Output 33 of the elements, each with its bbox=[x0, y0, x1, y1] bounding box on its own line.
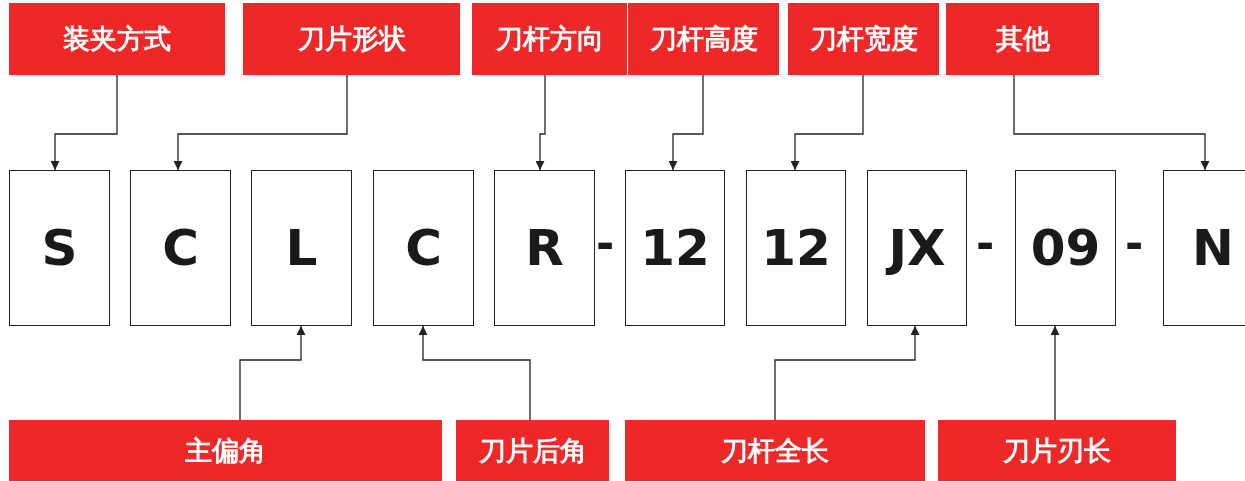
code-box: C bbox=[373, 170, 474, 326]
code-box: C bbox=[130, 170, 231, 326]
leader-arrow bbox=[790, 74, 864, 171]
code-box: 12 bbox=[625, 170, 725, 326]
category-label: 刀杆方向 bbox=[472, 3, 627, 75]
code-box: JX bbox=[867, 170, 967, 326]
leader-arrow bbox=[418, 325, 531, 421]
separator-dash: - bbox=[1125, 218, 1144, 269]
code-box: L bbox=[251, 170, 352, 326]
leader-arrow bbox=[173, 74, 348, 171]
category-label: 刀杆高度 bbox=[628, 3, 779, 75]
code-box: N bbox=[1163, 170, 1245, 326]
leader-arrow bbox=[668, 74, 704, 171]
code-box: 09 bbox=[1015, 170, 1116, 326]
category-label: 其他 bbox=[946, 3, 1099, 75]
leader-arrow bbox=[239, 325, 306, 421]
category-label: 装夹方式 bbox=[9, 3, 225, 75]
category-label: 刀片后角 bbox=[456, 420, 609, 481]
category-label: 刀片刃长 bbox=[938, 420, 1176, 481]
leader-arrow bbox=[1013, 74, 1210, 171]
category-label: 主偏角 bbox=[9, 420, 442, 481]
category-label: 刀杆全长 bbox=[625, 420, 925, 481]
leader-arrow bbox=[535, 74, 546, 171]
code-box: 12 bbox=[746, 170, 846, 326]
code-box: R bbox=[494, 170, 595, 326]
separator-dash: - bbox=[596, 218, 615, 269]
leader-arrow bbox=[50, 74, 118, 171]
code-box: S bbox=[9, 170, 110, 326]
category-label: 刀片形状 bbox=[243, 3, 460, 75]
category-label: 刀杆宽度 bbox=[788, 3, 939, 75]
separator-dash: - bbox=[976, 218, 995, 269]
leader-arrow bbox=[774, 325, 920, 421]
leader-arrow bbox=[1050, 325, 1060, 421]
